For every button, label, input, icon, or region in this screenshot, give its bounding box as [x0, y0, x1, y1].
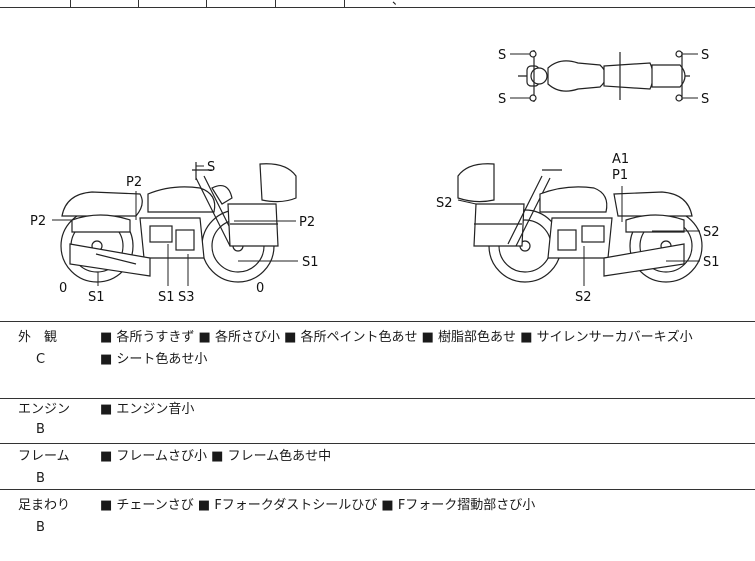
row-grade: B: [36, 422, 45, 437]
row-notes: ■ 各所うすきず ■ 各所さび小 ■ 各所ペイント色あせ ■ 樹脂部色あせ ■ …: [100, 330, 693, 345]
row-notes: ■ シート色あせ小: [100, 352, 208, 367]
damage-label: A1: [612, 152, 629, 167]
damage-label: S1: [88, 290, 105, 305]
row-category: エンジン: [18, 402, 71, 417]
motorcycle-damage-diagram: S S S S: [30, 48, 720, 305]
damage-label: S1: [158, 290, 175, 305]
motorcycle-top-view: S S S S: [498, 48, 709, 107]
damage-label: S: [701, 92, 709, 107]
damage-label: S2: [703, 225, 720, 240]
damage-label: S3: [178, 290, 195, 305]
condition-row-suspension: 足まわり B ■ チェーンさび ■ Fフォークダストシールひび ■ Fフォーク摺…: [0, 490, 755, 561]
damage-label: S1: [302, 255, 319, 270]
row-notes: ■ エンジン音小: [100, 402, 195, 417]
table-column-divider: [275, 0, 276, 7]
row-divider: [0, 489, 755, 490]
motorcycle-right-view: A1 P1 S2 S2 S1 S2: [436, 152, 720, 305]
row-divider: [0, 398, 755, 399]
row-divider: [0, 443, 755, 444]
row-grade: B: [36, 520, 45, 535]
row-grade: B: [36, 471, 45, 486]
row-category: 足まわり: [18, 498, 71, 513]
damage-label: S: [498, 48, 506, 63]
damage-label: S1: [703, 255, 720, 270]
damage-label: P2: [30, 214, 46, 229]
table-column-divider: [206, 0, 207, 7]
condition-row-frame: フレーム B ■ フレームさび小 ■ フレーム色あせ中: [0, 444, 755, 489]
damage-label: P2: [299, 215, 315, 230]
table-column-divider: [344, 0, 345, 7]
condition-row-engine: エンジン B ■ エンジン音小: [0, 399, 755, 443]
damage-label: S: [701, 48, 709, 63]
row-grade: C: [36, 352, 46, 367]
damage-label: S: [207, 160, 215, 175]
table-column-divider: [70, 0, 71, 7]
condition-row-exterior: 外 観 C ■ 各所うすきず ■ 各所さび小 ■ 各所ペイント色あせ ■ 樹脂部…: [0, 322, 755, 398]
table-column-divider: [138, 0, 139, 7]
damage-label: S: [498, 92, 506, 107]
row-category: フレーム: [18, 449, 70, 464]
damage-label: 0: [256, 281, 264, 296]
row-category: 外 観: [18, 330, 58, 345]
damage-label: 0: [59, 281, 67, 296]
top-table-partial-text: 、: [392, 0, 405, 7]
motorcycle-left-view: S P2 P2 P2 0 S1 S1 S3 0 S1: [30, 160, 319, 305]
damage-label: S2: [436, 196, 453, 211]
diagram-bottom-border: [0, 321, 755, 322]
damage-label: P2: [126, 175, 142, 190]
row-notes: ■ フレームさび小 ■ フレーム色あせ中: [100, 449, 332, 464]
damage-label: S2: [575, 290, 592, 305]
table-top-border: [0, 7, 755, 8]
damage-label: P1: [612, 168, 628, 183]
row-notes: ■ チェーンさび ■ Fフォークダストシールひび ■ Fフォーク摺動部さび小: [100, 498, 536, 513]
